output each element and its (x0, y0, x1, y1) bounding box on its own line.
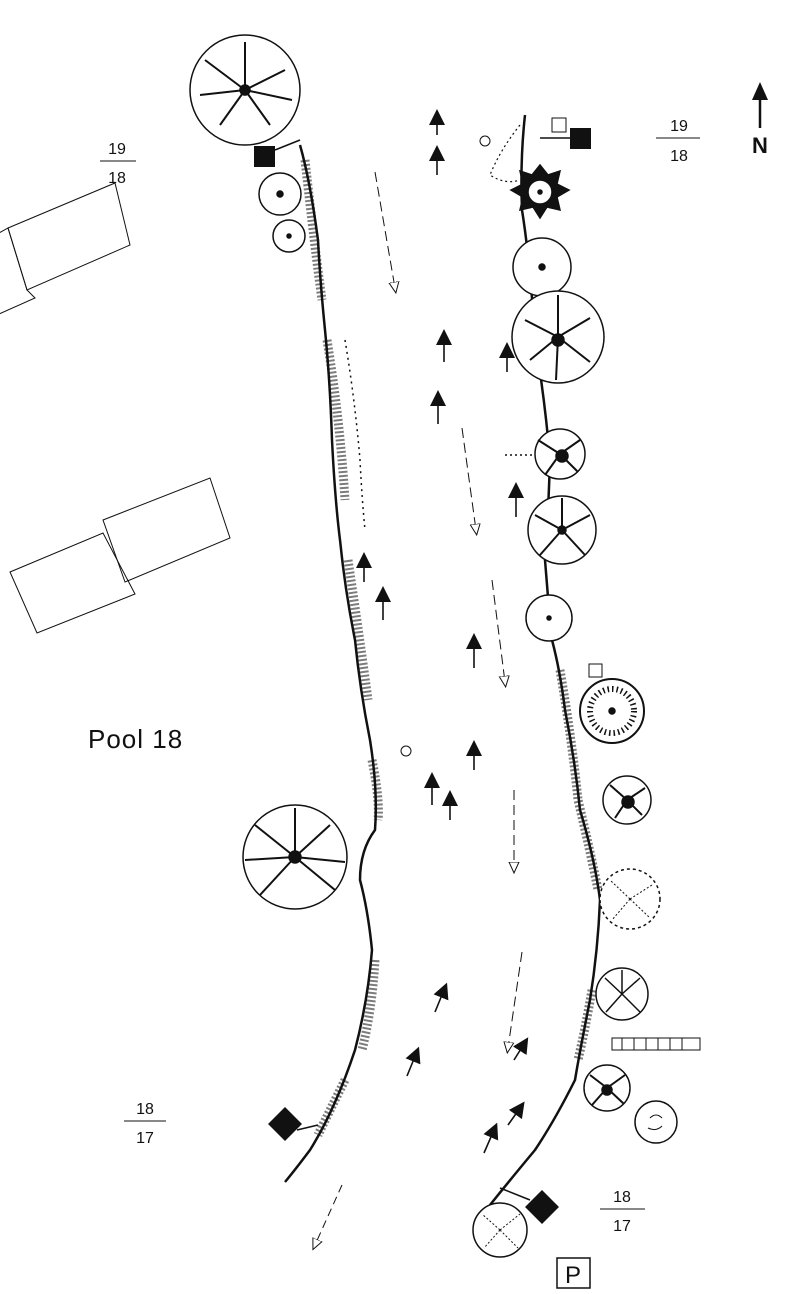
tree-icon (579, 678, 645, 744)
tree-icon (599, 868, 661, 930)
tree-icon (272, 219, 306, 253)
current-arrow-icon (374, 171, 395, 288)
north-arrow-icon (752, 82, 768, 128)
buoy-marks (400, 135, 491, 757)
tree-icon (525, 594, 573, 642)
current-arrow-icon (461, 427, 476, 530)
svg-text:18: 18 (136, 1101, 154, 1118)
daymarks (254, 117, 603, 1224)
daymark-sw (268, 1107, 319, 1141)
pool-label: Pool 18 (88, 724, 183, 754)
parking-sign-icon: P (556, 1257, 591, 1289)
west-riverbank (284, 144, 383, 1183)
daymark-ne (540, 117, 591, 149)
flow-arrows (356, 109, 529, 1154)
tree-icon (595, 967, 649, 1021)
tree-icon (258, 172, 302, 216)
parking-label: P (565, 1262, 581, 1289)
svg-text:19: 19 (670, 118, 688, 135)
tree-icon (511, 290, 605, 384)
tree-icon (509, 163, 571, 220)
tree-icon (512, 237, 572, 297)
svg-text:17: 17 (613, 1218, 631, 1235)
current-arrow-icon (491, 579, 505, 682)
tree-icon (583, 1064, 631, 1112)
building-outlines (0, 182, 231, 634)
current-arrow-icon (508, 951, 523, 1048)
north-label: N (752, 133, 768, 158)
tree-icon (189, 34, 301, 146)
daymark-nw (254, 139, 301, 167)
trees (189, 34, 678, 1258)
channel-marker-icon (479, 135, 491, 147)
marker-sw: 18 17 (124, 1101, 166, 1147)
tree-icon (634, 1100, 678, 1144)
tree-icon (472, 1202, 528, 1258)
svg-text:18: 18 (108, 170, 126, 187)
tree-icon (527, 495, 597, 565)
marker-nw: 19 18 (100, 141, 136, 187)
daymark-se (499, 1187, 559, 1224)
svg-text:18: 18 (670, 148, 688, 165)
current-arrow-icon (315, 1184, 343, 1245)
marker-ne: 19 18 (656, 118, 700, 165)
svg-text:18: 18 (613, 1189, 631, 1206)
svg-text:19: 19 (108, 141, 126, 158)
channel-marker-icon (400, 745, 412, 757)
svg-text:17: 17 (136, 1130, 154, 1147)
daymark-small (588, 663, 603, 678)
tree-icon (602, 775, 652, 825)
dock (611, 1037, 701, 1051)
current-arrows (315, 171, 523, 1245)
marker-se: 18 17 (600, 1189, 645, 1235)
tree-icon (242, 804, 348, 910)
tree-icon (534, 428, 586, 480)
